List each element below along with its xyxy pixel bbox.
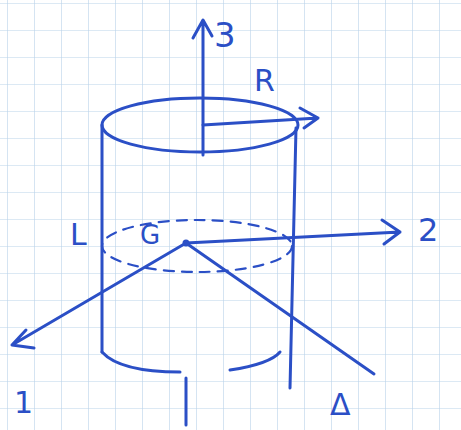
axis-3: [193, 20, 212, 155]
radius-line: [203, 108, 318, 128]
axis-label: Δ: [330, 390, 351, 420]
axis-delta: [186, 243, 374, 374]
center-point: [183, 240, 190, 247]
section-ellipse: [102, 220, 292, 272]
axis-tick: [185, 378, 188, 425]
axis-2: [186, 220, 400, 244]
axis-label: 1: [14, 388, 33, 418]
cylinder-top: [102, 98, 298, 152]
axis-label: R: [254, 66, 275, 96]
cylinder-side: [290, 128, 296, 388]
axis-label: L: [70, 220, 87, 250]
cylinder-bottom: [102, 352, 280, 372]
cylinder-side: [101, 125, 104, 352]
axis-1: [12, 243, 186, 348]
axis-label: 2: [418, 214, 438, 246]
axis-label: G: [140, 222, 160, 248]
axis-label: 3: [214, 18, 236, 52]
